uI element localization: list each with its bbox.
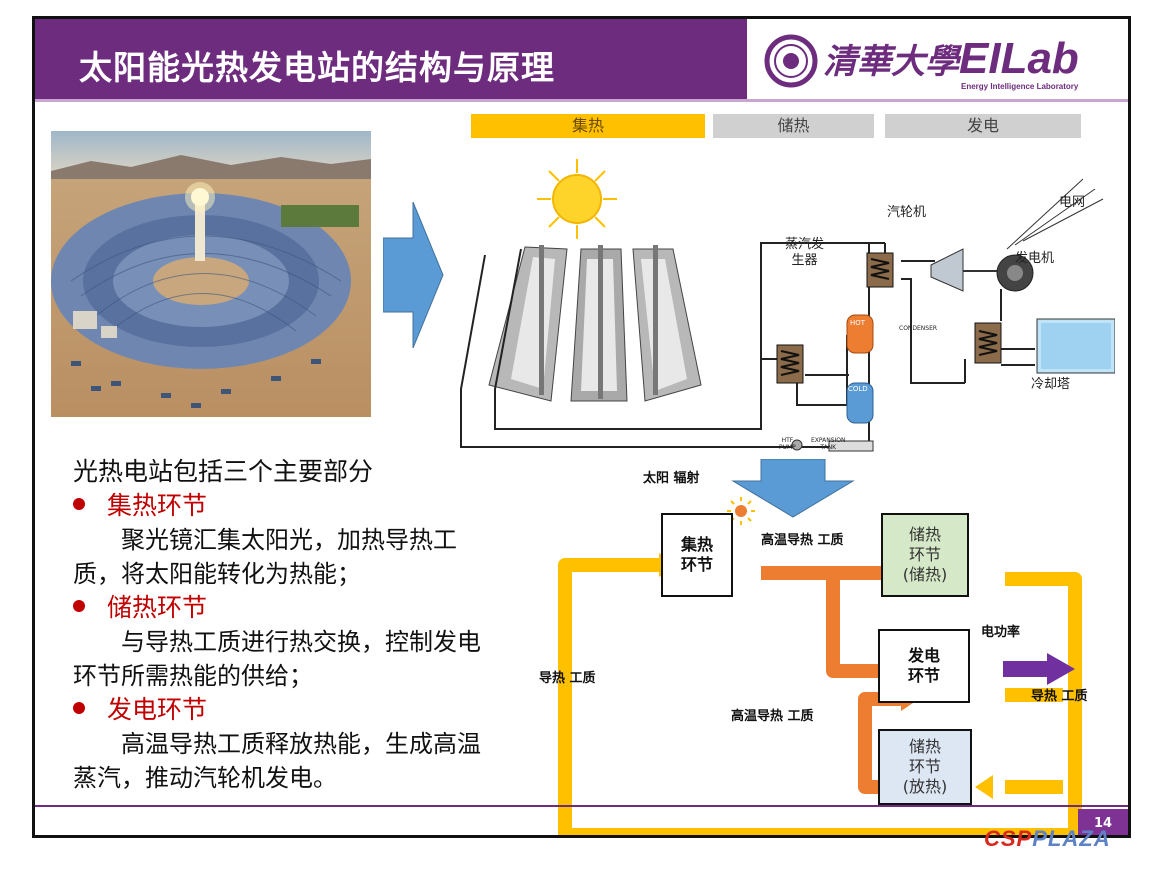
footer-line — [35, 805, 1128, 807]
watermark-csp: CSP — [984, 826, 1033, 851]
bullet-icon — [73, 498, 85, 510]
cooling-tower-icon — [1036, 318, 1115, 374]
label-grid: 电网 — [1059, 195, 1086, 210]
turbine-icon — [930, 248, 964, 292]
condenser-icon — [974, 322, 1002, 364]
expansion-tank — [828, 440, 874, 452]
store-charge-box: 储热 环节 (储热) — [881, 513, 969, 597]
section-collect-title: 集热环节 — [73, 489, 493, 523]
parabolic-troughs — [488, 245, 702, 402]
header-underline — [35, 99, 1128, 102]
purple-power-arrow — [1003, 653, 1075, 685]
solar-tower-photo — [51, 131, 371, 417]
logo-school: 清華大學 — [823, 42, 963, 82]
down-arrow — [731, 459, 855, 518]
steam-generator-exchanger — [866, 252, 894, 288]
body-text: 光热电站包括三个主要部分 集热环节 聚光镜汇集太阳光，加热导热工质，将太阳能转化… — [73, 455, 493, 795]
section-store-desc: 与导热工质进行热交换，控制发电环节所需热能的供给； — [73, 628, 481, 690]
section-generate-label: 发电环节 — [107, 695, 208, 724]
sun-icon — [537, 159, 617, 239]
label-cold: COLD — [848, 385, 868, 393]
slide: 太阳能光热发电站的结构与原理 清華大學 EILab Energy Intelli… — [32, 16, 1131, 838]
label-sun-radiation: 太阳 辐射 — [643, 471, 700, 486]
page-title: 太阳能光热发电站的结构与原理 — [79, 48, 555, 87]
page-number: 14 — [1078, 809, 1128, 835]
bullet-icon — [73, 600, 85, 612]
store-discharge-box: 储热 环节 (放热) — [878, 729, 972, 805]
watermark-plaza: PLAZA — [1032, 826, 1111, 851]
label-power-output: 电功率 — [981, 625, 1021, 640]
bullet-icon — [73, 702, 85, 714]
section-collect-desc: 聚光镜汇集太阳光，加热导热工质，将太阳能转化为热能； — [73, 526, 457, 588]
cold-tank — [846, 382, 874, 424]
label-steam-generator: 蒸汽发 生器 — [785, 237, 825, 268]
logo-lab-subtitle: Energy Intelligence Laboratory — [961, 82, 1079, 91]
generator-icon — [963, 254, 1034, 292]
storage-exchanger — [776, 344, 804, 384]
section-generate-desc: 高温导热工质释放热能，生成高温蒸汽，推动汽轮机发电。 — [73, 730, 481, 792]
tsinghua-seal-logo — [764, 34, 818, 88]
label-hot: HOT — [850, 319, 866, 327]
label-condenser: CONDENSER — [899, 325, 938, 332]
label-generator: 发电机 — [1015, 251, 1055, 266]
label-cooling-tower: 冷却塔 — [1031, 377, 1071, 392]
watermark: CSPPLAZA — [984, 826, 1111, 852]
label-htf-pump: HTF PUMP — [779, 437, 796, 451]
phase-store: 储热 — [713, 114, 874, 138]
logo-lab: EILab — [959, 34, 1079, 83]
section-collect-label: 集热环节 — [107, 491, 208, 520]
label-hot-fluid-top: 高温导热 工质 — [761, 533, 844, 548]
yellow-arrowhead-store — [975, 775, 993, 799]
label-fluid-right: 导热 工质 — [1031, 689, 1088, 704]
generate-stage-box: 发电 环节 — [878, 629, 970, 703]
logo-area: 清華大學 EILab Energy Intelligence Laborator… — [747, 19, 1128, 99]
hot-tank — [846, 314, 874, 354]
csp-system-diagram — [460, 159, 1115, 452]
phase-generate: 发电 — [885, 114, 1081, 138]
label-hot-fluid-bottom: 高温导热 工质 — [731, 709, 814, 724]
yellow-loop — [558, 558, 1082, 835]
collect-stage-box: 集热 环节 — [661, 513, 733, 597]
label-turbine: 汽轮机 — [887, 205, 927, 220]
power-lines — [1006, 178, 1104, 250]
section-generate-title: 发电环节 — [73, 693, 493, 727]
section-store-label: 储热环节 — [107, 593, 208, 622]
right-arrow — [383, 202, 444, 348]
label-fluid-left: 导热 工质 — [539, 671, 596, 686]
phase-collect: 集热 — [471, 114, 705, 138]
intro-line: 光热电站包括三个主要部分 — [73, 457, 374, 486]
label-expansion-tank: EXPANSION TANK — [811, 437, 846, 451]
header-bar: 太阳能光热发电站的结构与原理 — [35, 19, 747, 99]
htf-pump — [791, 439, 803, 451]
section-store-title: 储热环节 — [73, 591, 493, 625]
